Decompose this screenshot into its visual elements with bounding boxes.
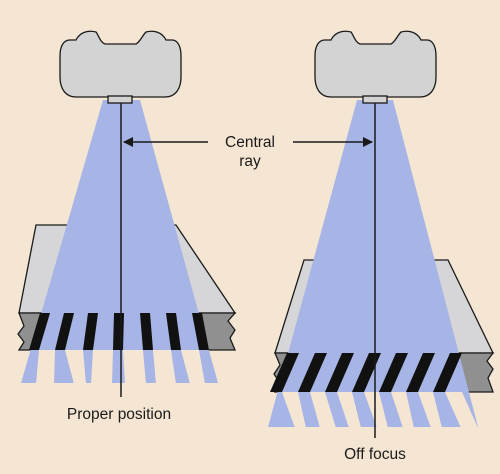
lead-strip (166, 313, 181, 350)
right-lead-strips (270, 353, 462, 392)
lead-strip (55, 313, 74, 350)
left-beam-gaps (36, 350, 205, 384)
left-panel (17, 30, 237, 397)
lead-strip (113, 313, 124, 350)
left-caption: Proper position (67, 406, 171, 423)
lead-strip (140, 313, 153, 350)
right-tube-icon (314, 30, 437, 104)
lead-strip (352, 353, 381, 392)
lead-strip (192, 313, 209, 350)
right-caption: Off focus (344, 446, 406, 463)
lead-strip (433, 353, 462, 392)
central-ray-callout: Central ray (123, 134, 373, 170)
lead-strip (325, 353, 354, 392)
right-panel (268, 30, 495, 438)
right-beam-gaps (282, 392, 478, 428)
central-ray-label-line2: ray (239, 153, 261, 170)
right-beam (268, 100, 478, 427)
left-tube-icon (59, 30, 182, 104)
lead-strip (379, 353, 408, 392)
left-beam (21, 100, 218, 383)
central-ray-label-line1: Central (225, 134, 275, 151)
lead-strip (83, 313, 98, 350)
left-lead-strips (29, 313, 209, 350)
lead-strip (29, 313, 50, 350)
lead-strip (406, 353, 435, 392)
lead-strip (298, 353, 327, 392)
lead-strip (270, 353, 299, 392)
